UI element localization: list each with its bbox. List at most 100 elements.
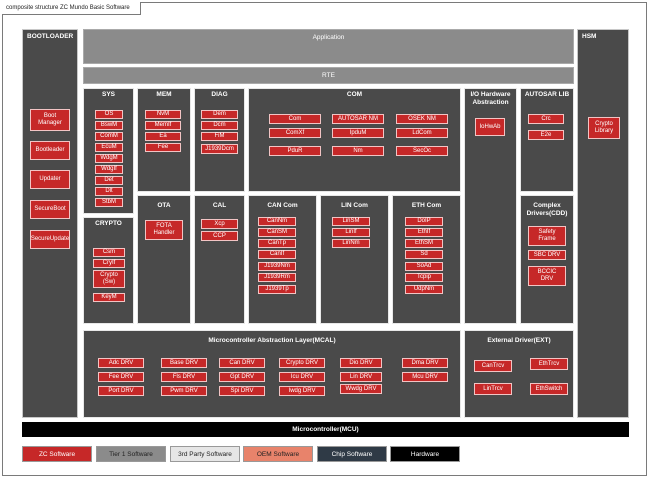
sys-title: SYS xyxy=(101,91,115,98)
fota-handler-module: FOTA Handler xyxy=(145,220,183,240)
adc-drv-module: Adc DRV xyxy=(98,358,144,368)
mcal-title: Microcontroller Abstraction Layer(MCAL) xyxy=(208,337,336,344)
j1939rm-module: J1939Rm xyxy=(258,273,296,282)
lintrcv-module: LinTrcv xyxy=(474,383,512,395)
application-layer: Application xyxy=(83,29,574,64)
application-label: Application xyxy=(312,34,345,41)
comxf-module: ComXf xyxy=(269,128,321,138)
cantrcv-module: CanTrcv xyxy=(474,360,512,372)
bswm-module: BswM xyxy=(95,121,123,130)
dma-drv-module: Dma DRV xyxy=(402,358,448,368)
crypto-drv-module: Crypto DRV xyxy=(279,358,325,368)
lin-com-panel: LIN Com xyxy=(320,195,389,324)
fee-module: Fee xyxy=(145,143,181,152)
com-module: Com xyxy=(269,114,321,124)
crypto-title: CRYPTO xyxy=(95,220,122,227)
ethif-module: EthIf xyxy=(405,228,443,237)
boot-manager-module: Boot Manager xyxy=(30,109,70,131)
legend-oem-software: OEM Software xyxy=(243,446,313,462)
bootloader-panel: BOOTLOADER xyxy=(22,29,78,418)
j1939tp-module: J1939Tp xyxy=(258,285,296,294)
lin-drv-module: Lin DRV xyxy=(340,372,382,382)
nm-module: Nm xyxy=(332,146,384,156)
memif-module: MemIf xyxy=(145,121,181,130)
ipdum-module: IpduM xyxy=(332,128,384,138)
cannm-module: CanNm xyxy=(258,217,296,226)
secureboot-module: SecureBoot xyxy=(30,200,70,219)
ccp-module: CCP xyxy=(201,231,238,241)
gpt-drv-module: Gpt DRV xyxy=(219,372,265,382)
rte-label: RTE xyxy=(322,72,335,79)
crypto-library-module: Crypto Library xyxy=(588,117,620,139)
linsm-module: LinSM xyxy=(332,217,370,226)
can-drv-module: Can DRV xyxy=(219,358,265,368)
com-panel: COM xyxy=(248,88,461,192)
cantp-module: CanTp xyxy=(258,239,296,248)
osek-nm-module: OSEK NM xyxy=(396,114,448,124)
ecum-module: EcuM xyxy=(95,143,123,152)
e2e-module: E2e xyxy=(528,130,564,140)
secoc-module: SecOc xyxy=(396,146,448,156)
wdgm-module: WdgM xyxy=(95,154,123,163)
rte-layer: RTE xyxy=(83,67,574,84)
diag-title: DIAG xyxy=(211,91,228,98)
iohwab-module: IoHwAb xyxy=(475,118,505,136)
updater-module: Updater xyxy=(30,170,70,189)
spi-drv-module: Spi DRV xyxy=(219,386,265,396)
soad-module: SoAd xyxy=(405,262,443,271)
ldcom-module: LdCom xyxy=(396,128,448,138)
wwdg-drv-module: Wwdg DRV xyxy=(340,384,382,394)
hsm-panel: HSM xyxy=(577,29,629,418)
autosar-nm-module: AUTOSAR NM xyxy=(332,114,384,124)
sd-module: Sd xyxy=(405,250,443,259)
mcu-drv-module: Mcu DRV xyxy=(402,372,448,382)
iwdg-drv-module: Iwdg DRV xyxy=(279,386,325,396)
csm-module: Csm xyxy=(93,248,125,257)
can-com-panel: CAN Com xyxy=(248,195,317,324)
fee-drv-module: Fee DRV xyxy=(98,372,144,382)
eth-com-title: ETH Com xyxy=(411,202,442,209)
ota-title: OTA xyxy=(157,202,171,209)
fls-drv-module: Fls DRV xyxy=(161,372,207,382)
dlt-module: Dlt xyxy=(95,187,123,196)
crc-module: Crc xyxy=(528,114,564,124)
stbm-module: StbM xyxy=(95,198,123,207)
udpnm-module: UdpNm xyxy=(405,285,443,294)
icu-drv-module: Icu DRV xyxy=(279,372,325,382)
j1939dcm-module: J1939Dcm xyxy=(201,144,238,154)
autosar-lib-title: AUTOSAR LIB xyxy=(524,91,570,98)
hsm-title: HSM xyxy=(582,33,597,40)
canif-module: CanIf xyxy=(258,250,296,259)
linnm-module: LinNm xyxy=(332,239,370,248)
doip-module: DoIP xyxy=(405,217,443,226)
secureupdate-module: SecureUpdate xyxy=(30,230,70,249)
io-title: I/O Hardware Abstraction xyxy=(470,91,511,106)
diagram-title: composite structure ZC Mundo Basic Softw… xyxy=(2,2,141,15)
cansm-module: CanSM xyxy=(258,228,296,237)
dcm-module: Dcm xyxy=(201,121,238,130)
wdgif-module: WdgIf xyxy=(95,165,123,174)
ethtrcv-module: EthTrcv xyxy=(530,358,568,370)
bootleader-module: Bootleader xyxy=(30,141,70,160)
complex-title: Complex Drivers(CDD) xyxy=(526,202,568,217)
port-drv-module: Port DRV xyxy=(98,386,144,396)
ea-module: Ea xyxy=(145,132,181,141)
bootloader-title: BOOTLOADER xyxy=(27,33,74,40)
base-drv-module: Base DRV xyxy=(161,358,207,368)
legend-hardware: Hardware xyxy=(390,446,460,462)
legend-zc-software: ZC Software xyxy=(22,446,92,462)
mcal-panel: Microcontroller Abstraction Layer(MCAL) xyxy=(83,330,461,418)
ota-panel: OTA xyxy=(137,195,191,324)
pwm-drv-module: Pwm DRV xyxy=(161,386,207,396)
dio-drv-module: Dio DRV xyxy=(340,358,382,368)
ethswitch-module: EthSwitch xyxy=(530,383,568,395)
nvm-module: NvM xyxy=(145,110,181,119)
det-module: Det xyxy=(95,176,123,185)
legend-3rd-party-software: 3rd Party Software xyxy=(170,446,240,462)
sbc-drv-module: SBC DRV xyxy=(528,250,566,260)
bccic-drv-module: BCCIC DRV xyxy=(528,266,566,286)
legend-tier1-software: Tier 1 Software xyxy=(96,446,166,462)
com-title: COM xyxy=(346,91,363,98)
crypto-sw-module: Crypto (Sw) xyxy=(93,270,125,288)
